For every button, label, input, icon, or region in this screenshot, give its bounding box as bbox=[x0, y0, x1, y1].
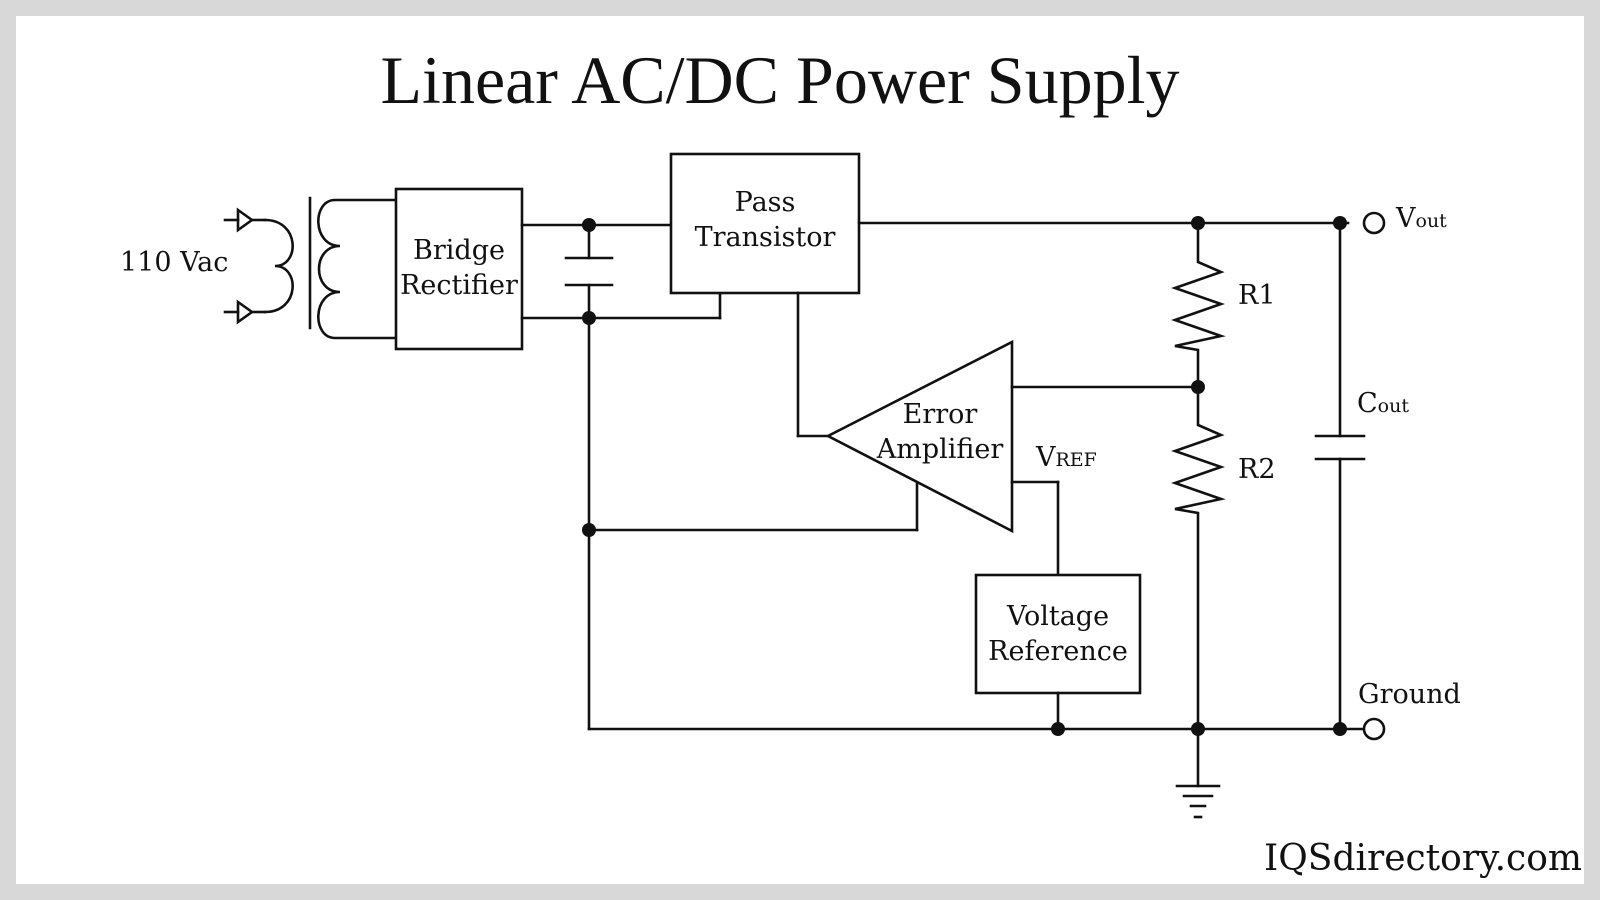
transformer-icon bbox=[263, 196, 398, 340]
input-terminal-bottom bbox=[223, 299, 267, 325]
r1-label: R1 bbox=[1238, 280, 1276, 311]
input-terminal-top bbox=[223, 207, 267, 233]
svg-text:Amplifier: Amplifier bbox=[876, 434, 1004, 465]
input-voltage-label: 110 Vac bbox=[120, 247, 228, 278]
secondary-coil bbox=[317, 198, 398, 340]
brand-watermark: IQSdirectory.com bbox=[1264, 838, 1582, 879]
vout-label: Vout bbox=[1395, 203, 1447, 234]
junction-dot bbox=[1333, 722, 1347, 736]
svg-text:Transistor: Transistor bbox=[695, 222, 836, 253]
resistor-r2-icon bbox=[1171, 385, 1226, 731]
voltage-reference-block: Voltage Reference bbox=[974, 573, 1142, 695]
error-amplifier-block: Error Amplifier bbox=[825, 339, 1014, 534]
svg-text:Bridge: Bridge bbox=[413, 235, 505, 266]
vref-label: VREF bbox=[1035, 442, 1097, 473]
ground-terminal[interactable] bbox=[1362, 717, 1386, 741]
diagram-title: Linear AC/DC Power Supply bbox=[381, 42, 1180, 118]
vout-terminal[interactable] bbox=[1362, 211, 1386, 235]
diagram-canvas: Linear AC/DC Power Supply 110 Vac B bbox=[16, 16, 1584, 884]
svg-text:Pass: Pass bbox=[735, 187, 796, 218]
resistor-r1-icon bbox=[1171, 221, 1226, 389]
junction-dot bbox=[582, 218, 596, 232]
output-capacitor-icon bbox=[1314, 221, 1366, 731]
primary-coil bbox=[263, 218, 294, 314]
svg-text:Voltage: Voltage bbox=[1006, 601, 1109, 632]
bridge-rectifier-block: Bridge Rectifier bbox=[394, 187, 524, 351]
r2-label: R2 bbox=[1238, 454, 1276, 485]
svg-text:Reference: Reference bbox=[988, 636, 1128, 667]
pass-transistor-block: Pass Transistor bbox=[669, 152, 861, 295]
circuit-diagram: Linear AC/DC Power Supply 110 Vac B bbox=[120, 42, 1582, 879]
ac-input: 110 Vac bbox=[120, 207, 267, 325]
ground-label: Ground bbox=[1358, 679, 1461, 710]
earth-ground-icon bbox=[1175, 727, 1221, 819]
svg-text:Error: Error bbox=[903, 399, 978, 430]
cout-label: Cout bbox=[1357, 388, 1409, 419]
input-capacitor-icon bbox=[564, 223, 614, 320]
junction-dot bbox=[1051, 722, 1065, 736]
svg-text:Rectifier: Rectifier bbox=[400, 270, 518, 301]
